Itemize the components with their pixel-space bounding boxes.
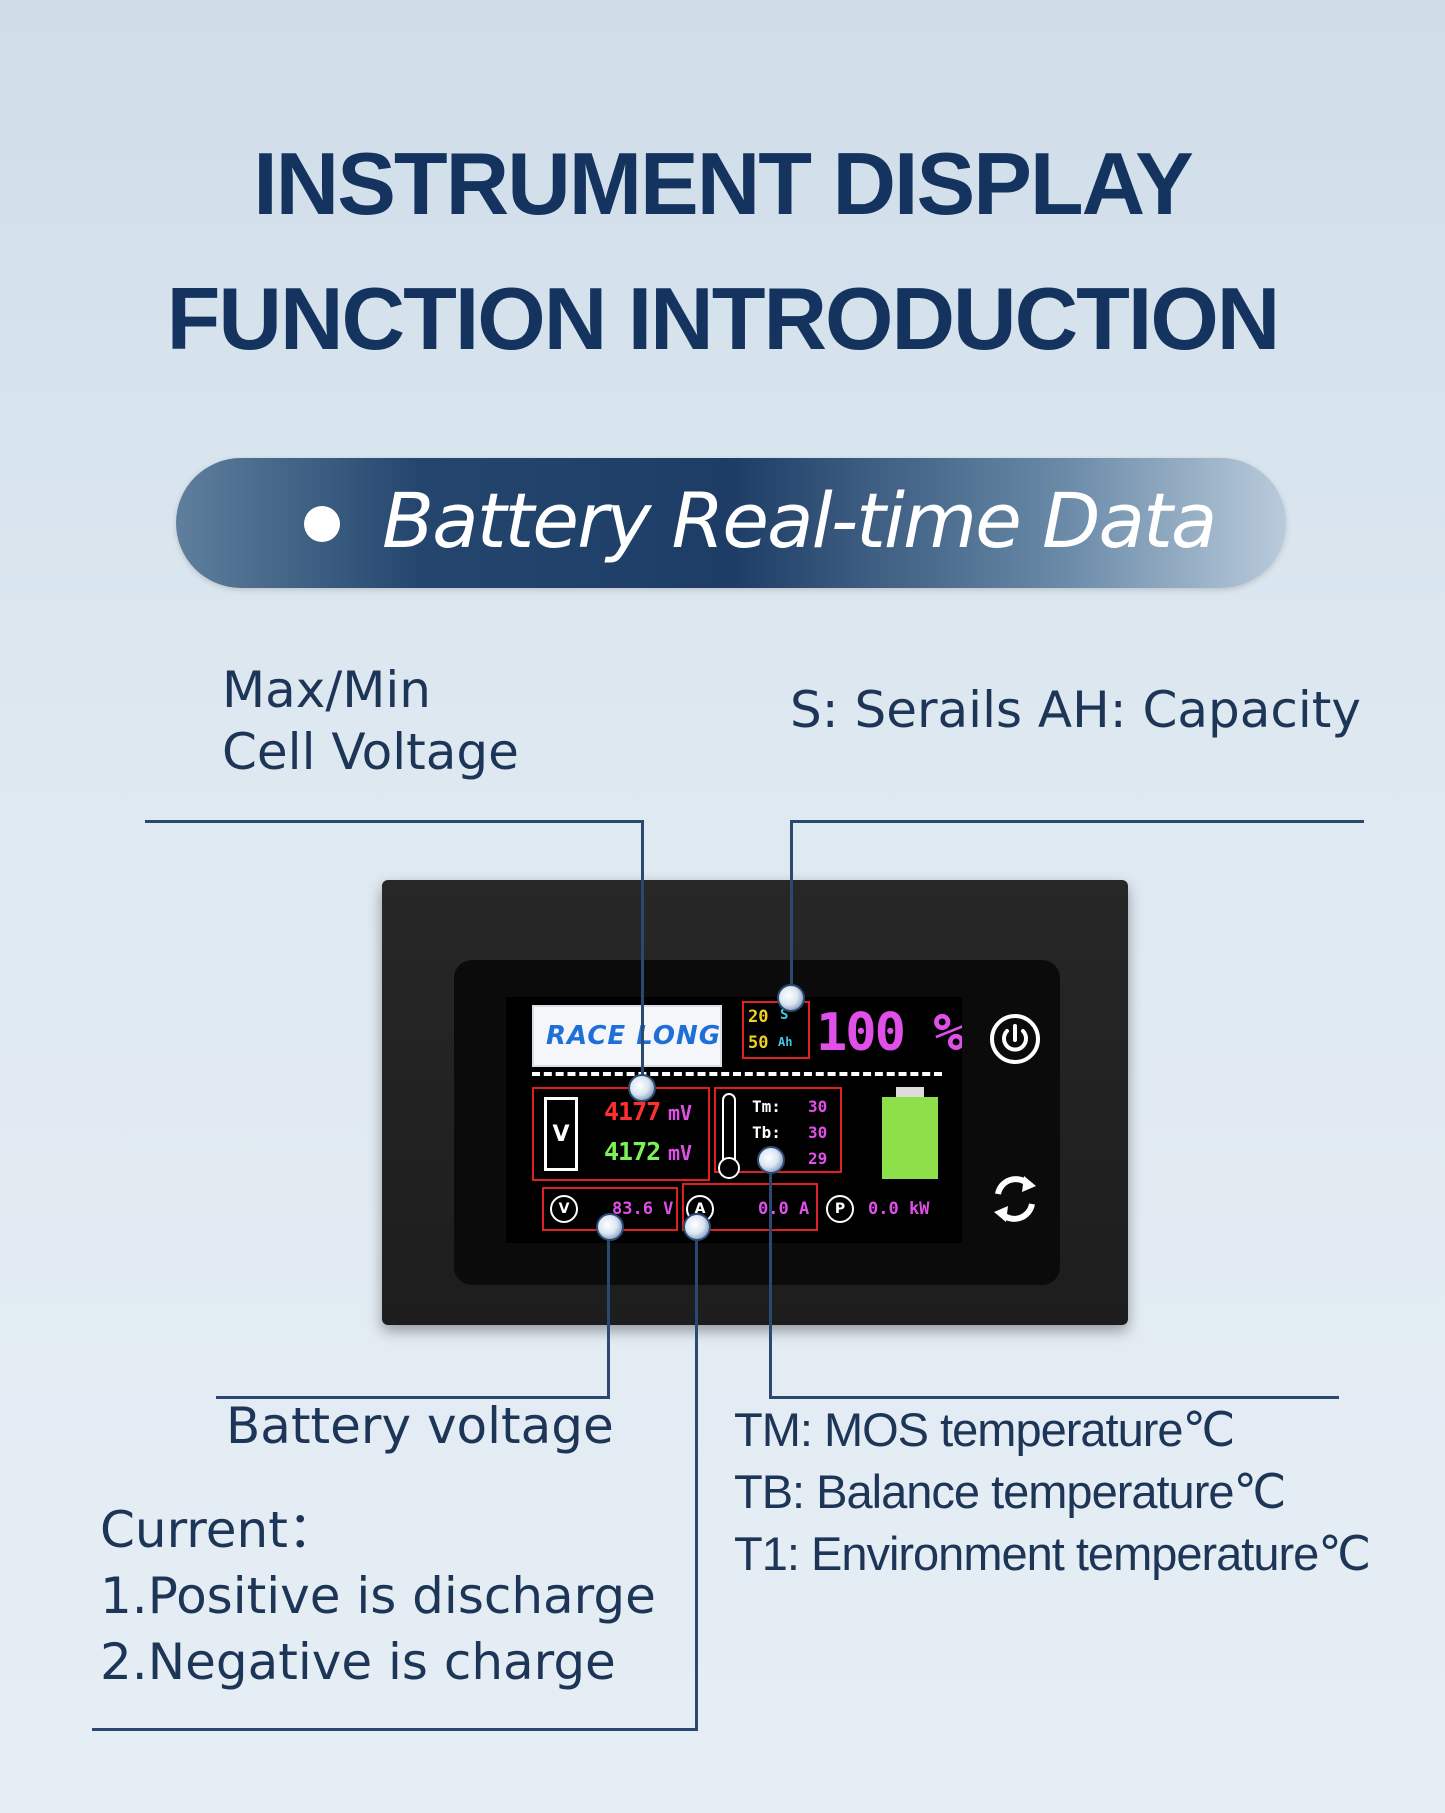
power-icon: [990, 1014, 1040, 1064]
marker-dot-battery-voltage: [596, 1213, 624, 1241]
battery-icon: [882, 1097, 938, 1179]
marker-dot-cell-voltage: [628, 1074, 656, 1102]
max-cell-voltage: 4177: [604, 1097, 661, 1126]
label-current-title: Current：: [100, 1501, 338, 1559]
current-value: 0.0 A: [758, 1199, 810, 1219]
leader-line-battery-voltage-h: [216, 1396, 610, 1399]
label-current-negative: 2.Negative is charge: [100, 1633, 616, 1691]
section-banner: Battery Real-time Data: [176, 458, 1286, 588]
marker-dot-temperature: [757, 1146, 785, 1174]
series-value: 20: [748, 1007, 769, 1027]
label-current-positive: 1.Positive is discharge: [100, 1567, 656, 1625]
leader-line-current-v: [695, 1240, 698, 1730]
cell-voltage-icon: V: [544, 1097, 578, 1171]
label-tb: TB: Balance temperature℃: [734, 1465, 1286, 1518]
battery-cap: [896, 1087, 924, 1097]
display-screen: RACE LONG 20 S 50 Ah 100 % V 4177 mV 417…: [506, 997, 962, 1243]
leader-line-temperature-h: [769, 1396, 1339, 1399]
leader-line-series-h: [790, 820, 1364, 823]
callout-box-series-capacity: [742, 1001, 810, 1059]
label-t1: T1: Environment temperature℃: [734, 1527, 1371, 1580]
battery-voltage-value: 83.6 V: [612, 1199, 674, 1219]
marker-dot-current: [683, 1213, 711, 1241]
banner-title: Battery Real-time Data: [382, 476, 1217, 565]
logo-box: RACE LONG: [532, 1005, 722, 1067]
label-tm: TM: MOS temperature℃: [734, 1403, 1235, 1456]
refresh-icon: [994, 1176, 1036, 1222]
tb-value: 30: [808, 1123, 828, 1142]
power-value-icon: P: [826, 1195, 854, 1223]
min-cell-voltage: 4172: [604, 1137, 661, 1166]
voltage-icon: V: [550, 1195, 578, 1223]
min-cell-unit: mV: [668, 1141, 693, 1165]
tb-label: Tb:: [752, 1123, 781, 1142]
label-serials-capacity: S: Serails AH: Capacity: [790, 681, 1361, 739]
t1-value: 29: [808, 1149, 828, 1168]
thermometer-bulb: [718, 1157, 740, 1179]
bullet-dot-icon: [304, 506, 340, 542]
power-value: 0.0 kW: [868, 1199, 930, 1219]
leader-line-battery-voltage-v: [607, 1240, 610, 1398]
page-title-line2: FUNCTION INTRODUCTION: [166, 269, 1281, 368]
leader-line-cell-voltage-v: [641, 820, 644, 1090]
leader-line-cell-voltage-h: [145, 820, 643, 823]
capacity-value: 50: [748, 1033, 769, 1053]
tm-value: 30: [808, 1097, 828, 1116]
marker-dot-series: [777, 984, 805, 1012]
leader-line-temperature-v: [769, 1172, 772, 1398]
label-max-min: Max/Min: [222, 661, 431, 719]
thermometer-icon: [722, 1093, 736, 1165]
leader-line-series-v: [790, 820, 793, 1000]
brand-logo: RACE LONG: [546, 1021, 722, 1051]
divider-dashed: [532, 1072, 942, 1076]
tm-label: Tm:: [752, 1097, 781, 1116]
callout-box-cell-voltage: [532, 1087, 710, 1181]
label-battery-voltage: Battery voltage: [226, 1397, 614, 1455]
callout-box-current: [682, 1183, 818, 1231]
label-cell-voltage: Cell Voltage: [222, 723, 519, 781]
series-unit: S: [780, 1007, 789, 1023]
leader-line-current-h: [92, 1728, 698, 1731]
capacity-unit: Ah: [778, 1035, 793, 1049]
page-title-line1: INSTRUMENT DISPLAY: [253, 134, 1194, 233]
soc-percent: 100 %: [816, 1003, 962, 1063]
max-cell-unit: mV: [668, 1101, 693, 1125]
